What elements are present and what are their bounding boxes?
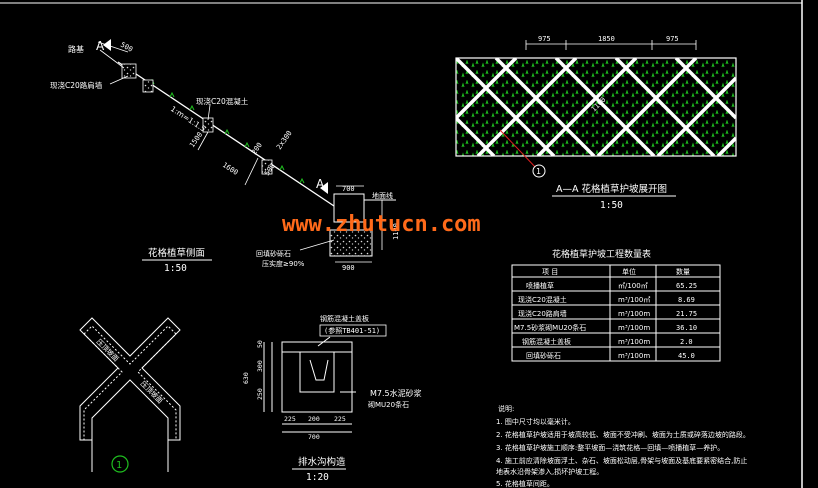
table-cell: 钢筋混凝土盖板: [522, 337, 571, 346]
dim-line-1600: [244, 157, 259, 186]
table-cell: m³/100㎡: [618, 296, 650, 304]
section-view-scale: 1:50: [164, 263, 187, 274]
marker-a-top: A: [96, 39, 105, 53]
section-view-title: 花格植草侧面: [148, 247, 205, 259]
note-item: 2. 花格植草护坡适用于坡高较低、坡面不受冲刷、坡面为土质或碎落边坡的路段。: [496, 430, 750, 439]
table-cell: 现浇C20路肩墙: [518, 309, 567, 318]
slope-line: [117, 61, 341, 211]
label-mortar: M7.5水泥砂浆: [370, 388, 422, 398]
dim-1600: 1600: [221, 161, 239, 177]
dim-ditch-300: 300: [256, 360, 264, 372]
note-item: 3. 花格植草护坡施工顺序:整平坡面—浇筑花格—回填—喷播植草—养护。: [496, 443, 724, 452]
top-wall-block: [121, 63, 137, 79]
label-c20-wall: 现浇C20路肩墙: [50, 80, 103, 90]
dim-900-wall: 900: [342, 264, 355, 272]
table-header-item: 项 目: [542, 268, 558, 276]
section-marker-arrow-top: [103, 39, 111, 51]
drainage-ditch-view: [263, 336, 356, 433]
dim-1500: 1500: [188, 131, 204, 149]
dim-200: 200: [250, 141, 264, 156]
dim-975-left: 975: [538, 35, 551, 43]
anchor-block-1: [142, 79, 154, 93]
table-cell: 21.75: [676, 310, 697, 318]
ditch-scale: 1:20: [306, 472, 329, 483]
dim-700-wall: 700: [342, 185, 355, 193]
leader-c20-anchor: [207, 104, 211, 121]
dim-1100-wall: 1100: [392, 223, 400, 240]
cross-junction-view: [79, 317, 181, 472]
leader-gravel: [299, 239, 335, 251]
dim-line-1500: [197, 131, 209, 151]
table-cell: 45.0: [678, 352, 695, 360]
standard-box: [319, 324, 387, 337]
lattice-elevation-view: [455, 40, 737, 178]
callout-leader: [499, 129, 539, 171]
label-gravel-backfill: 回填砂砾石: [256, 249, 291, 258]
label-standard-ref: (参照TB401-51): [324, 326, 380, 335]
label-ground-line: 地面线: [372, 191, 393, 200]
callout-circle: [532, 164, 546, 178]
dim-ditch-630: 630: [242, 372, 250, 384]
section-marker-arrow-bottom: [320, 182, 328, 194]
table-cell: 8.69: [678, 296, 695, 304]
ditch-title: 排水沟构造: [298, 456, 346, 468]
dim-ditch-200: 200: [308, 415, 320, 423]
label-subgrade: 路基: [68, 44, 84, 54]
table-cell: ㎡/100㎡: [618, 282, 648, 290]
table-cell: 65.25: [676, 282, 697, 290]
table-cell: M7.5砂浆砌MU20条石: [514, 323, 586, 332]
lattice-ribs: [456, 58, 736, 156]
note-item: 1. 图中尺寸均以毫米计。: [496, 417, 575, 426]
notes-heading: 说明:: [498, 404, 514, 413]
table-cell: 2.0: [680, 338, 693, 346]
dim-line-top: [97, 41, 129, 53]
quantity-table-grid: [511, 264, 721, 362]
table-cell: 36.10: [676, 324, 697, 332]
dim-ditch-225b: 225: [334, 415, 346, 423]
elevation-title: A—A 花格植草护坡展开图: [556, 183, 667, 195]
leader-c20-wall: [109, 75, 129, 85]
label-rc-cover: 钢筋混凝土盖板: [320, 314, 369, 323]
dim-ditch-700: 700: [308, 433, 320, 441]
label-compaction: 压实度≥90%: [262, 259, 305, 268]
dim-1850: 1850: [598, 35, 615, 43]
leader-top: [99, 49, 125, 69]
note-item: 地表水沿骨架渗入,损坏护坡工程。: [496, 467, 603, 476]
callout-number: 1: [536, 167, 541, 176]
gravel-backfill: [329, 229, 373, 257]
bottom-wall: [333, 193, 365, 223]
table-cell: m³/100m: [618, 310, 650, 318]
dim-ditch-225a: 225: [284, 415, 296, 423]
cross-callout-circle: [111, 455, 129, 473]
table-header-qty: 数量: [676, 267, 690, 276]
table-cell: 现浇C20混凝土: [518, 295, 567, 304]
note-item: 4. 施工前应清除坡面浮土、杂石、坡面松动层,骨架与坡面及基底要紧密结合,防止: [496, 456, 747, 465]
table-cell: 回填砂砾石: [526, 351, 561, 360]
table-cell: m³/100m: [618, 324, 650, 332]
marker-a-bottom: A: [316, 177, 325, 191]
table-title: 花格植草护坡工程数量表: [552, 248, 651, 260]
anchor-block-3: [261, 159, 273, 175]
table-cell: m³/100m: [618, 338, 650, 346]
dim-ditch-50: 50: [256, 340, 264, 348]
table-header-unit: 单位: [622, 267, 636, 276]
label-stone: 砌MU20条石: [368, 400, 409, 409]
dim-975-right: 975: [666, 35, 679, 43]
slope-section-view: [97, 39, 396, 263]
table-cell: m³/100m: [618, 352, 650, 360]
elevation-scale: 1:50: [600, 200, 623, 211]
label-c20-anchor: 现浇C20混凝土: [196, 96, 249, 106]
cross-callout-number: 1: [116, 460, 122, 471]
note-item: 5. 花格植草间距。: [496, 479, 554, 488]
table-cell: 喷播植草: [526, 281, 554, 290]
dim-ditch-250: 250: [256, 388, 264, 400]
watermark: www.zhutucn.com: [282, 212, 481, 237]
dim-2x300: 2x300: [275, 129, 294, 151]
